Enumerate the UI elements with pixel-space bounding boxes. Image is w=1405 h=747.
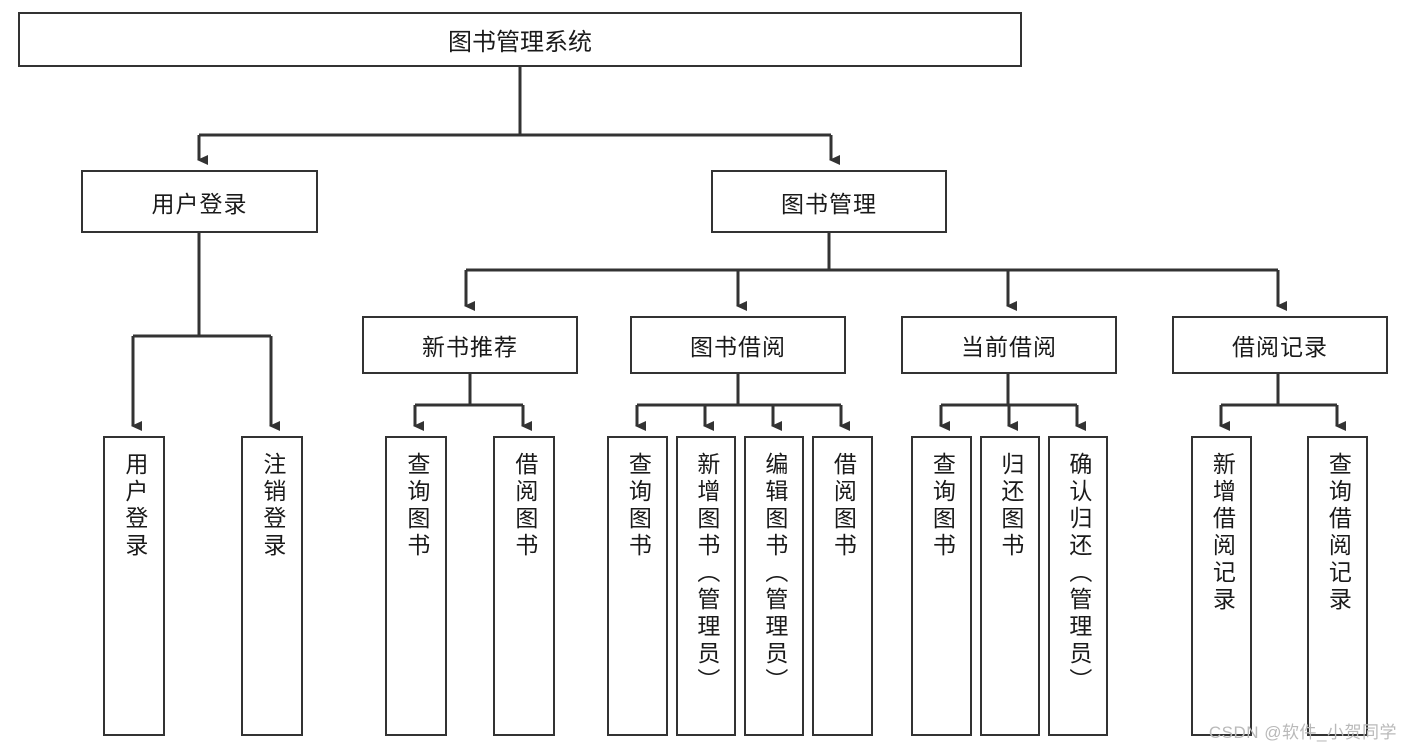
node-label: 图书借阅 (690, 334, 786, 360)
node-label: 借阅记录 (1232, 334, 1328, 360)
leaf-return-book[interactable]: 归还图书 (980, 436, 1040, 736)
node-user-login[interactable]: 用户登录 (81, 170, 318, 233)
node-label: 图书管理 (781, 190, 877, 217)
leaf-borrow-book-recommend[interactable]: 借阅图书 (493, 436, 555, 736)
leaf-label: 查询图书 (403, 452, 430, 560)
leaf-label: 编辑图书（管理员） (761, 452, 788, 695)
leaf-query-book-recommend[interactable]: 查询图书 (385, 436, 447, 736)
leaf-label: 新增借阅记录 (1209, 452, 1236, 614)
leaf-logout-login[interactable]: 注销登录 (241, 436, 303, 736)
leaf-confirm-return-admin[interactable]: 确认归还（管理员） (1048, 436, 1108, 736)
leaf-label: 新增图书（管理员） (693, 452, 720, 695)
leaf-add-book-admin[interactable]: 新增图书（管理员） (676, 436, 736, 736)
node-label: 新书推荐 (422, 334, 518, 360)
leaf-label: 注销登录 (259, 452, 286, 560)
node-new-book-recommend[interactable]: 新书推荐 (362, 316, 578, 374)
node-root-system[interactable]: 图书管理系统 (18, 12, 1022, 67)
node-borrow-record[interactable]: 借阅记录 (1172, 316, 1388, 374)
leaf-query-book-borrow[interactable]: 查询图书 (607, 436, 668, 736)
leaf-label: 查询图书 (625, 452, 652, 560)
node-book-management[interactable]: 图书管理 (711, 170, 947, 233)
leaf-edit-book-admin[interactable]: 编辑图书（管理员） (744, 436, 804, 736)
leaf-add-borrow-record[interactable]: 新增借阅记录 (1191, 436, 1252, 736)
node-label: 当前借阅 (961, 334, 1057, 360)
node-book-borrow[interactable]: 图书借阅 (630, 316, 846, 374)
leaf-label: 查询借阅记录 (1325, 452, 1352, 614)
node-label: 图书管理系统 (448, 29, 592, 56)
leaf-query-book-current[interactable]: 查询图书 (911, 436, 972, 736)
leaf-label: 查询图书 (929, 452, 956, 560)
node-current-borrow[interactable]: 当前借阅 (901, 316, 1117, 374)
leaf-label: 归还图书 (997, 452, 1024, 560)
leaf-label: 确认归还（管理员） (1065, 452, 1092, 695)
leaf-label: 借阅图书 (511, 452, 538, 560)
node-label: 用户登录 (151, 190, 248, 217)
leaf-query-borrow-record[interactable]: 查询借阅记录 (1307, 436, 1368, 736)
leaf-borrow-book[interactable]: 借阅图书 (812, 436, 873, 736)
watermark: CSDN @软件_小贺同学 (1208, 723, 1397, 742)
leaf-user-login[interactable]: 用户登录 (103, 436, 165, 736)
leaf-label: 借阅图书 (830, 452, 857, 560)
leaf-label: 用户登录 (121, 452, 148, 560)
